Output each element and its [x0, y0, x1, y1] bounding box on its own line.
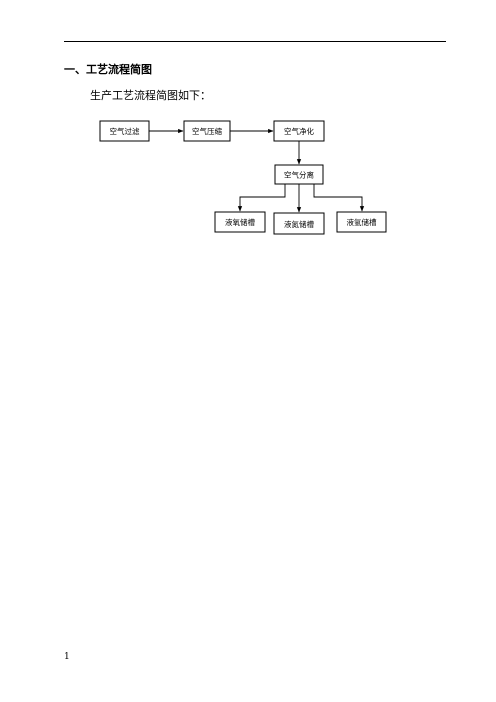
node-tank-left: 液氧储槽 — [214, 211, 266, 233]
node-air-purify: 空气净化 — [273, 120, 325, 142]
node-air-separate-label: 空气分离 — [284, 170, 314, 180]
intro-text: 生产工艺流程简图如下： — [90, 89, 211, 102]
node-tank-right-label: 液氩储槽 — [347, 217, 377, 227]
node-air-filter: 空气过滤 — [99, 120, 150, 142]
node-air-separate: 空气分离 — [274, 164, 324, 185]
page-number: 1 — [64, 652, 70, 662]
node-air-purify-label: 空气净化 — [284, 126, 314, 136]
node-tank-left-label: 液氧储槽 — [225, 217, 255, 227]
node-tank-middle-label: 液氮储槽 — [284, 219, 314, 229]
header-rule — [64, 41, 446, 42]
edge-separate-to-tank-right — [313, 184, 365, 212]
node-tank-middle: 液氮储槽 — [273, 212, 325, 235]
edge-separate-to-tank-left — [237, 184, 286, 212]
section-heading: 一、工艺流程简图 — [64, 63, 152, 76]
node-air-compress-label: 空气压缩 — [192, 126, 222, 136]
node-air-filter-label: 空气过滤 — [110, 126, 140, 136]
node-air-compress: 空气压缩 — [183, 120, 231, 142]
node-tank-right: 液氩储槽 — [336, 211, 387, 233]
